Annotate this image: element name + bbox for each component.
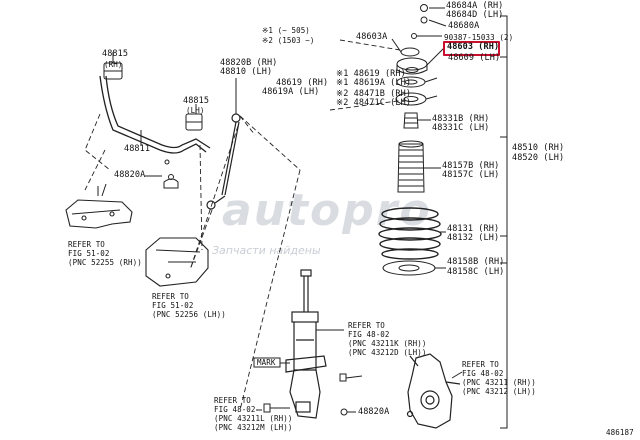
part-48820b[interactable]: 48820B (RH): [220, 58, 278, 68]
part-48810[interactable]: 48810 (LH): [220, 67, 273, 77]
ref-line: FIG 48-02: [214, 405, 256, 414]
mark-label: MARK: [257, 358, 276, 367]
assembly-bracket-right: [500, 15, 508, 429]
coil-spring-part: [378, 207, 442, 260]
ref-line: FIG 48-02: [348, 330, 390, 339]
part-48157c[interactable]: 48157C (LH): [442, 170, 500, 180]
part-48331c[interactable]: 48331C (LH): [432, 123, 490, 133]
part-48603[interactable]: 48603 (RH): [447, 42, 500, 52]
ref-line: (PNC 43212 (LH)): [462, 387, 536, 396]
part-48132[interactable]: 48132 (LH): [447, 233, 500, 243]
part-48131[interactable]: 48131 (RH): [447, 224, 500, 234]
ref-line: REFER TO: [348, 321, 385, 330]
steering-knuckle-part: [406, 353, 461, 429]
refer-to-51-02-rh[interactable]: REFER TO FIG 51-02 (PNC 52255 (RH)): [68, 240, 142, 267]
refer-to-48-02-strut[interactable]: REFER TO FIG 48-02 (PNC 43211K (RH)) (PN…: [348, 321, 426, 357]
ref-line: REFER TO: [152, 292, 189, 301]
part-48158b[interactable]: 48158B (RH): [447, 257, 505, 267]
part-90387[interactable]: 90387-15033 (2): [444, 33, 514, 42]
ref-line: REFER TO: [214, 396, 251, 405]
part-48619[interactable]: 48619 (RH): [276, 78, 329, 88]
ref-line: (PNC 43211 (RH)): [462, 378, 536, 387]
strut-mount-part: [396, 57, 428, 75]
bar-clamp: [163, 178, 179, 189]
ref-line: (PNC 43211K (RH)): [348, 339, 427, 348]
strut-assembly-part: [285, 269, 327, 419]
selected-part-highlight: [443, 41, 500, 56]
stabilizer-bushing-right: [185, 113, 203, 131]
dust-boot-part: [397, 140, 425, 193]
note-2: ※2 (1503 ~): [262, 36, 315, 45]
part-s2-48471b[interactable]: ※2 48471B (RH): [336, 89, 412, 99]
stabilizer-bar-part: [99, 75, 211, 154]
part-48510[interactable]: 48510 (RH): [512, 143, 565, 153]
ref-line: (PNC 52256 (LH)): [152, 310, 226, 319]
ref-line: REFER TO: [462, 360, 499, 369]
splash-shield-lh: [145, 237, 209, 287]
ref-line: (PNC 43212D (LH)): [348, 348, 427, 357]
refer-to-48-02-bottom[interactable]: REFER TO FIG 48-02 (PNC 43211L (RH)) (PN…: [214, 396, 292, 432]
part-48815-mid-side: (LH): [186, 106, 205, 115]
part-48603a[interactable]: 48603A: [356, 32, 388, 42]
part-48684a[interactable]: 48684A (RH): [446, 1, 504, 11]
part-s1-48619[interactable]: ※1 48619 (RH): [336, 69, 406, 79]
part-48815-mid[interactable]: 48815: [183, 96, 210, 106]
part-48619a[interactable]: 48619A (LH): [262, 87, 320, 97]
splash-shield-rh: [65, 199, 133, 229]
part-48815-top[interactable]: 48815: [102, 49, 129, 59]
part-48815-top-side: (RH): [104, 60, 123, 69]
part-48331b[interactable]: 48331B (RH): [432, 114, 490, 124]
ref-line: FIG 51-02: [152, 301, 194, 310]
part-48158c[interactable]: 48158C (LH): [447, 267, 505, 277]
watermark-tagline: Запчасти найдены: [212, 244, 321, 257]
part-48157b[interactable]: 48157B (RH): [442, 161, 500, 171]
stabilizer-link-part: [206, 113, 241, 210]
refer-to-51-02-lh[interactable]: REFER TO FIG 51-02 (PNC 52256 (LH)): [152, 292, 226, 319]
bolt-part: [263, 373, 363, 416]
watermark-brand: autopro: [222, 185, 432, 236]
part-48609[interactable]: 48609 (LH): [448, 53, 501, 63]
part-48684d[interactable]: 48684D (LH): [446, 10, 504, 20]
part-48520[interactable]: 48520 (LH): [512, 153, 565, 163]
part-48680a[interactable]: 48680A: [448, 21, 480, 31]
part-48811[interactable]: 48811: [124, 144, 151, 154]
part-48820a-bottom[interactable]: 48820A: [358, 407, 390, 417]
nut-part: [400, 4, 428, 57]
ref-line: (PNC 52255 (RH)): [68, 258, 142, 267]
part-s1-48619a[interactable]: ※1 48619A (LH): [336, 78, 412, 88]
ref-line: (PNC 43212M (LH)): [214, 423, 293, 432]
figure-id: 486187: [606, 428, 634, 437]
part-48820a-left[interactable]: 48820A: [114, 170, 146, 180]
ref-line: FIG 48-02: [462, 369, 504, 378]
ref-line: REFER TO: [68, 240, 105, 249]
note-1: ※1 (~ 505): [262, 26, 310, 35]
bump-stop-part: [403, 112, 419, 129]
refer-to-48-02-knuckle[interactable]: REFER TO FIG 48-02 (PNC 43211 (RH)) (PNC…: [462, 360, 536, 396]
ref-line: (PNC 43211L (RH)): [214, 414, 293, 423]
part-s2-48471c[interactable]: ※2 48471C (LH): [336, 98, 412, 108]
dashed-link-to-strut: [239, 115, 301, 171]
ref-line: FIG 51-02: [68, 249, 110, 258]
spring-seat-lower: [382, 260, 436, 276]
